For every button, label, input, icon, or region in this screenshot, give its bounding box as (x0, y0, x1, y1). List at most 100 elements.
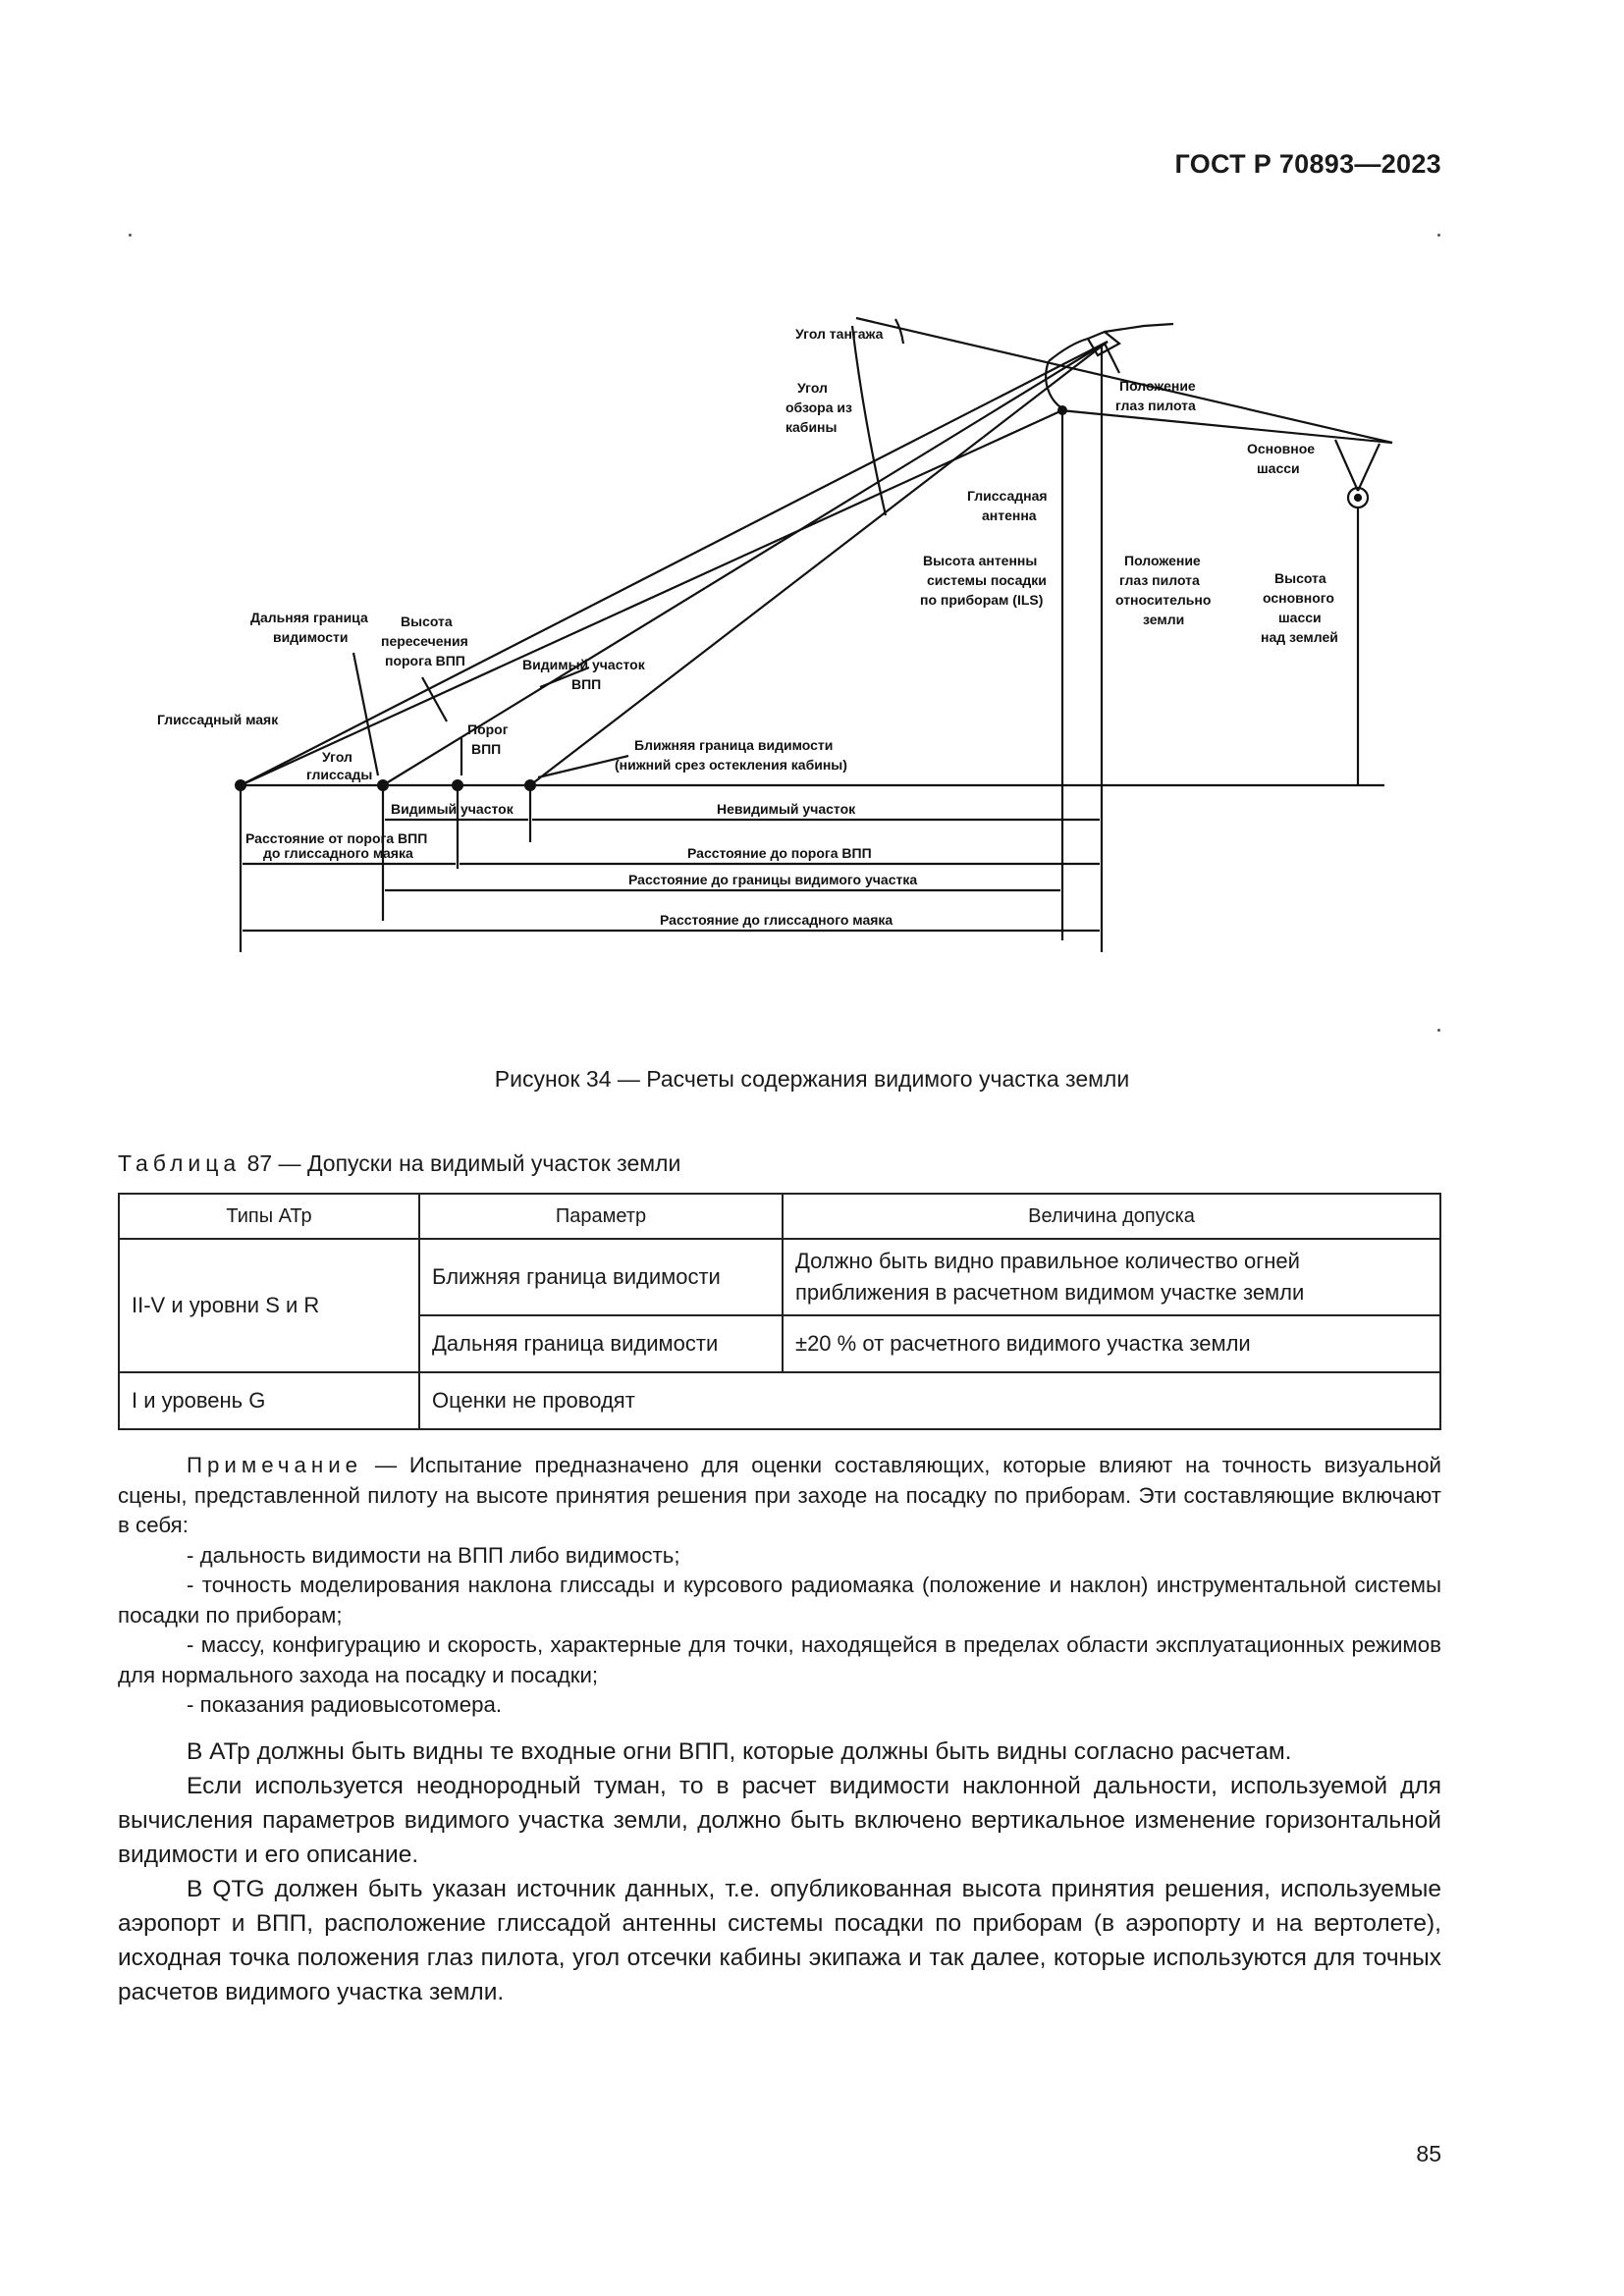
label-gear-height: основного (1263, 590, 1334, 606)
label-near-visibility: Ближняя граница видимости (634, 737, 833, 753)
label-dist-to-beacon: Расстояние до глиссадного маяка (660, 912, 893, 928)
label-ils-height: по приборам (ILS) (920, 592, 1043, 608)
table-caption-prefix: Таблица (118, 1150, 242, 1176)
label-visible-segment: Видимый участок (391, 801, 514, 817)
document-header: ГОСТ Р 70893—2023 (1174, 149, 1441, 179)
tolerance-table: Типы АТр Параметр Величина допуска II-V … (118, 1193, 1441, 1430)
label-main-gear: шасси (1257, 460, 1300, 476)
threshold-point (452, 779, 463, 791)
label-dist-to-vis-edge: Расстояние до границы видимого участка (628, 872, 917, 887)
note-list-item: - массу, конфигурацию и скорость, характ… (118, 1632, 1441, 1687)
label-far-visibility: Дальняя граница (250, 610, 368, 625)
pitch-angle-arc (894, 318, 905, 345)
label-visible-runway: Видимый участок (522, 657, 646, 672)
main-gear-hub (1353, 493, 1363, 503)
table-row: Дальняя граница видимости ±20 % от расче… (119, 1314, 1441, 1373)
note-list-item: - показания радиовысотомера. (187, 1692, 503, 1717)
label-gs-angle: глиссады (306, 767, 372, 782)
label-threshold-crossing: порога ВПП (385, 653, 465, 668)
view-angle-arc (850, 325, 888, 516)
label-gear-height: Высота (1274, 570, 1326, 586)
label-dist-to-threshold: Расстояние до порога ВПП (687, 845, 872, 861)
label-threshold-crossing: пересечения (381, 633, 468, 649)
body-paragraph: В АТр должны быть видны те входные огни … (187, 1737, 1292, 1765)
label-visible-runway: ВПП (571, 676, 601, 692)
table-cell-param: Ближняя граница видимости (418, 1238, 784, 1316)
registration-mark (1437, 1029, 1440, 1032)
cockpit-roof (1104, 322, 1174, 334)
beacon-point (235, 779, 246, 791)
label-gs-beacon: Глиссадный маяк (157, 712, 279, 727)
registration-mark (1437, 234, 1440, 237)
body-paragraph: Если используется неоднородный туман, то… (118, 1772, 1441, 1868)
figure-caption: Рисунок 34 — Расчеты содержания видимого… (494, 1066, 1130, 1092)
table-header-cell: Параметр (418, 1193, 784, 1240)
aircraft-fuselage-line (1059, 408, 1393, 445)
label-eye-ground: глаз пилота (1119, 572, 1200, 588)
note-paragraph: Примечание — Испытание предназначено для… (118, 1451, 1441, 1541)
main-gear-wheel (1346, 486, 1370, 509)
table-cell-value: Должно быть видно правильное количество … (782, 1238, 1441, 1316)
label-eye-position: глаз пилота (1115, 398, 1196, 413)
label-threshold: Порог (467, 721, 509, 737)
label-eye-ground: земли (1143, 612, 1184, 627)
label-threshold: ВПП (471, 741, 501, 757)
label-pitch-angle: Угол тангажа (795, 326, 884, 342)
antenna-point (1057, 405, 1067, 415)
label-eye-position: Положение (1119, 378, 1196, 394)
label-eye-ground: Положение (1124, 553, 1201, 568)
table-row: II-V и уровни S и R Ближняя граница види… (118, 1238, 1441, 1373)
label-gear-height: шасси (1278, 610, 1322, 625)
nose-upper-curve (1048, 337, 1089, 362)
leader-far-vis (352, 652, 380, 776)
table-header-cell: Величина допуска (782, 1193, 1441, 1240)
label-threshold-crossing: Высота (401, 614, 453, 629)
leader-eye-pos (1104, 343, 1120, 374)
note-text: — Испытание предназначено для оценки сос… (118, 1453, 1441, 1537)
leader-near-vis (537, 754, 629, 779)
page-number: 85 (1416, 2141, 1441, 2166)
label-invisible-segment: Невидимый участок (717, 801, 856, 817)
far-sight-line (382, 341, 1109, 786)
glide-slope-line (240, 408, 1063, 787)
label-main-gear: Основное (1247, 441, 1315, 456)
table-caption: Таблица 87 — Допуски на видимый участок … (118, 1150, 680, 1177)
table-cell-type: I и уровень G (118, 1371, 420, 1430)
upper-view-line (240, 341, 1109, 786)
label-eye-ground: относительно (1115, 592, 1211, 608)
table-header-row: Типы АТр Параметр Величина допуска (118, 1193, 1441, 1240)
table-header-cell: Типы АТр (118, 1193, 420, 1240)
gear-strut-right (1357, 443, 1380, 492)
near-sight-line (529, 341, 1109, 786)
label-ils-height: системы посадки (927, 572, 1047, 588)
table-row: I и уровень G Оценки не проводят (118, 1371, 1441, 1430)
label-dist-thr-beacon: Расстояние от порога ВПП (245, 830, 427, 846)
pitch-reference-line (855, 316, 1393, 445)
table-cell-value: ±20 % от расчетного видимого участка зем… (782, 1314, 1441, 1373)
near-edge-point (524, 779, 536, 791)
label-gear-height: над землей (1261, 629, 1338, 645)
note-list-item: - дальность видимости на ВПП либо видимо… (187, 1542, 680, 1568)
body-paragraph: В QTG должен быть указан источник данных… (118, 1875, 1441, 2005)
label-gs-antenna: Глиссадная (967, 488, 1048, 504)
label-view-angle: обзора из (785, 400, 852, 415)
far-edge-point (377, 779, 389, 791)
gear-strut-left (1333, 439, 1360, 492)
table-cell-param: Дальняя граница видимости (418, 1314, 784, 1373)
label-ils-height: Высота антенны (923, 553, 1037, 568)
note-label: Примечание (187, 1453, 363, 1477)
table-caption-title: 87 — Допуски на видимый участок земли (241, 1150, 681, 1176)
label-near-visibility: (нижний срез остекления кабины) (615, 757, 847, 773)
label-gs-angle: Угол (322, 749, 352, 765)
label-far-visibility: видимости (273, 629, 349, 645)
leader-vis-seg (539, 666, 590, 689)
table-cell-param: Оценки не проводят (418, 1371, 1441, 1430)
label-view-angle: кабины (785, 419, 837, 435)
table-cell-type: II-V и уровни S и R (118, 1238, 420, 1373)
note-list-item: - точность моделирования наклона глиссад… (118, 1573, 1441, 1628)
figure-34-diagram: Угол тангажа Угол обзора из кабины Полож… (0, 0, 1624, 1045)
leader-thr-cross (421, 676, 448, 722)
label-view-angle: Угол (797, 380, 828, 396)
body-text: Примечание — Испытание предназначено для… (118, 1451, 1441, 2009)
registration-mark (129, 234, 132, 237)
